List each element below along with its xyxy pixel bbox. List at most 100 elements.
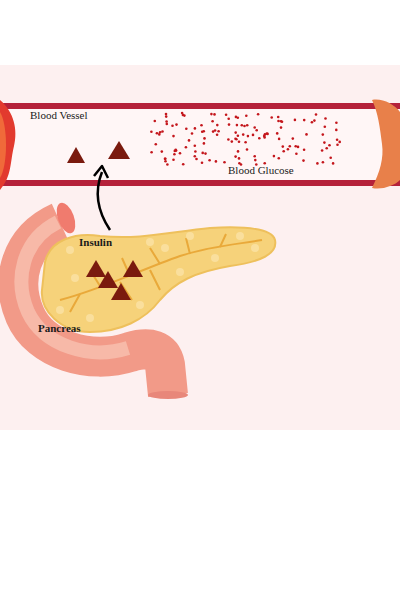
glucose-dot bbox=[243, 125, 246, 128]
part-label: Pancreas bbox=[38, 322, 81, 334]
glucose-dot bbox=[303, 119, 306, 122]
glucose-dot bbox=[252, 134, 255, 137]
glucose-dot bbox=[246, 148, 249, 151]
glucose-dot bbox=[215, 160, 218, 163]
glucose-dot bbox=[201, 152, 204, 155]
vessel-end bbox=[0, 112, 6, 178]
glucose-dot bbox=[263, 136, 266, 139]
glucose-dot bbox=[185, 146, 188, 149]
glucose-dot bbox=[245, 114, 248, 117]
glucose-dot bbox=[175, 149, 178, 152]
glucose-dot bbox=[258, 137, 261, 140]
glucose-dot bbox=[228, 123, 231, 126]
glucose-dot bbox=[303, 149, 306, 152]
glucose-dot bbox=[266, 133, 269, 136]
glucose-dot bbox=[195, 158, 198, 161]
glucose-dot bbox=[278, 138, 281, 141]
glucose-dot bbox=[328, 144, 331, 147]
glucose-dot bbox=[325, 147, 328, 150]
glucose-dot bbox=[165, 113, 168, 116]
part-label: Insulin bbox=[79, 236, 112, 248]
glucose-dot bbox=[235, 116, 238, 119]
glucose-dot bbox=[200, 124, 203, 127]
glucose-dot bbox=[282, 145, 285, 148]
glucose-dot bbox=[273, 155, 276, 158]
glucose-dot bbox=[156, 132, 159, 135]
glucose-dot bbox=[164, 160, 167, 163]
glucose-dot bbox=[172, 135, 175, 138]
glucose-dot bbox=[237, 150, 240, 153]
glucose-dot bbox=[213, 113, 216, 116]
glucose-dot bbox=[208, 159, 211, 162]
glucose-dot bbox=[257, 113, 260, 116]
lobule bbox=[236, 232, 244, 240]
duodenum-opening bbox=[148, 391, 188, 399]
glucose-dot bbox=[280, 126, 283, 129]
glucose-dot bbox=[172, 158, 175, 161]
glucose-dot bbox=[165, 120, 168, 123]
glucose-dot bbox=[316, 162, 319, 165]
glucose-dot bbox=[179, 152, 182, 155]
lobule bbox=[211, 254, 219, 262]
glucose-dot bbox=[277, 120, 280, 123]
glucose-dot bbox=[203, 137, 206, 140]
lobule bbox=[136, 301, 144, 309]
glucose-dot bbox=[292, 137, 295, 140]
glucose-dot bbox=[154, 120, 157, 123]
vessel-wall bbox=[0, 103, 400, 109]
vessel-end bbox=[0, 100, 15, 190]
glucose-dot bbox=[181, 112, 184, 115]
glucose-dot bbox=[171, 124, 174, 127]
lobule bbox=[146, 238, 154, 246]
glucose-dot bbox=[210, 113, 213, 116]
part-label: Blood Vessel bbox=[30, 109, 88, 121]
glucose-dot bbox=[335, 122, 338, 125]
lobule bbox=[186, 232, 194, 240]
glucose-dot bbox=[253, 155, 256, 158]
glucose-dot bbox=[324, 126, 327, 129]
glucose-dot bbox=[305, 133, 308, 136]
glucose-dot bbox=[329, 156, 332, 159]
glucose-dot bbox=[238, 157, 241, 160]
insulin-triangle bbox=[86, 260, 106, 277]
glucose-dot bbox=[150, 130, 153, 133]
glucose-dot bbox=[244, 141, 247, 144]
glucose-dot bbox=[216, 133, 219, 136]
glucose-dot bbox=[276, 132, 279, 135]
glucose-dot bbox=[294, 119, 297, 122]
glucose-dot bbox=[294, 145, 297, 148]
glucose-dot bbox=[203, 130, 206, 133]
insulin-triangle bbox=[108, 141, 130, 159]
glucose-dot bbox=[234, 138, 237, 141]
glucose-dot bbox=[185, 128, 188, 131]
vessel-wall bbox=[0, 180, 400, 186]
glucose-dot bbox=[201, 161, 204, 164]
glucose-dot bbox=[278, 157, 281, 160]
lobule bbox=[176, 268, 184, 276]
glucose-dot bbox=[227, 117, 230, 120]
pancreas-texture bbox=[56, 232, 259, 322]
part-label: Blood Glucose bbox=[228, 164, 294, 176]
glucose-dot bbox=[204, 152, 207, 155]
glucose-dot bbox=[238, 141, 241, 144]
glucose-dot bbox=[191, 132, 194, 135]
glucose-dot bbox=[289, 145, 292, 148]
glucose-dot bbox=[323, 141, 326, 144]
glucose-dot bbox=[227, 138, 230, 141]
glucose-dot bbox=[335, 129, 338, 132]
glucose-dot bbox=[150, 151, 153, 154]
glucose-dot bbox=[287, 148, 290, 151]
glucose-dot bbox=[277, 116, 280, 119]
glucose-dot bbox=[161, 150, 164, 153]
pancreatic-ducts bbox=[60, 234, 262, 312]
glucose-dot bbox=[194, 155, 197, 158]
glucose-dot bbox=[235, 138, 238, 141]
glucose-dot bbox=[216, 124, 219, 127]
insulin-triangle bbox=[67, 147, 85, 163]
glucose-dot bbox=[225, 113, 228, 116]
glucose-dot bbox=[295, 152, 298, 155]
secretion-arrow bbox=[98, 172, 110, 230]
glucose-dot bbox=[173, 153, 176, 156]
glucose-dot bbox=[237, 135, 240, 138]
